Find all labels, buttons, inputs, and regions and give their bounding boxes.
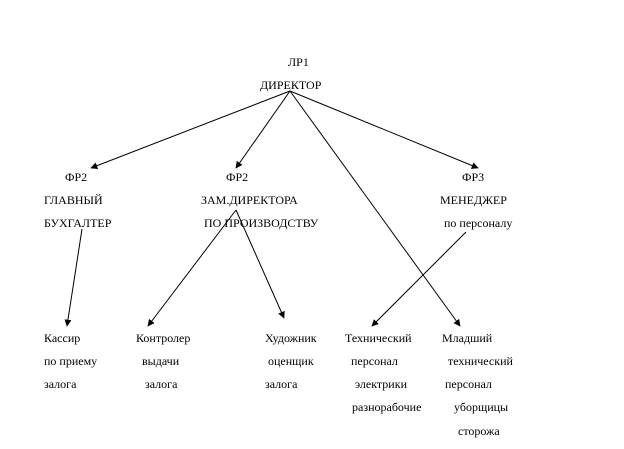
deputy-director-code: ФР2 [226, 170, 249, 184]
director-title: ДИРЕКТОР [260, 78, 322, 92]
junior-staff-line5: сторожа [458, 424, 500, 438]
artist-line2: оценщик [268, 354, 314, 368]
edge-director-to-manager [289, 90, 479, 169]
controller-line2: выдачи [142, 354, 180, 368]
deputy-director-line2: ПО ПРОИЗВОДСТВУ [204, 216, 319, 230]
controller-line1: Контролер [136, 331, 191, 345]
manager-line1: МЕНЕДЖЕР [440, 193, 507, 207]
cashier-line2: по приему [44, 354, 98, 368]
junior-staff-line3: персонал [445, 377, 492, 391]
edge-director-to-junior-staff [289, 90, 461, 327]
director-code: ЛР1 [288, 55, 309, 69]
artist-line1: Художник [265, 331, 317, 345]
tech-staff-line3: электрики [355, 377, 407, 391]
edge-director-to-deputy-director [235, 90, 291, 169]
controller-line3: залога [145, 377, 178, 391]
deputy-director-line1: ЗАМ.ДИРЕКТОРА [201, 193, 298, 207]
tech-staff-line4: разнорабочие [352, 400, 422, 414]
chief-accountant-code: ФР2 [65, 170, 88, 184]
cashier-line3: залога [44, 377, 77, 391]
junior-staff-line1: Младший [442, 331, 493, 345]
edge-deputy-to-artist [235, 209, 285, 319]
manager-line2: по персоналу [444, 216, 513, 230]
cashier-line1: Кассир [44, 331, 81, 345]
chief-accountant-line2: БУХГАЛТЕР [44, 216, 112, 230]
tech-staff-line2: персонал [351, 354, 398, 368]
tech-staff-line1: Технический [345, 331, 412, 345]
edge-manager-to-tech-staff [371, 231, 467, 327]
chief-accountant-line1: ГЛАВНЫЙ [44, 193, 103, 207]
junior-staff-line2: технический [448, 354, 513, 368]
junior-staff-line4: уборщицы [454, 400, 509, 414]
manager-code: ФР3 [462, 170, 485, 184]
edge-deputy-to-controller [147, 209, 237, 327]
edge-director-to-chief-accountant [90, 90, 291, 169]
artist-line3: залога [265, 377, 298, 391]
edge-chief-accountant-to-cashier [64, 228, 83, 327]
